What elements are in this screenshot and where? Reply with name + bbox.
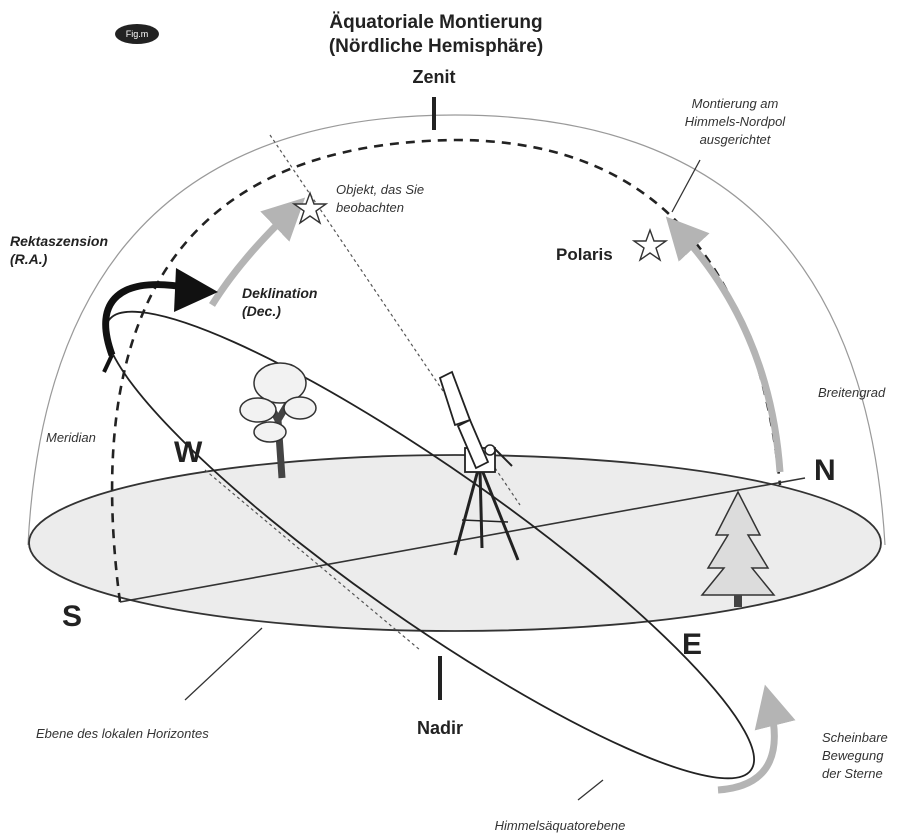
star-motion-line-2: Bewegung <box>822 748 884 763</box>
direction-north: N <box>814 454 836 487</box>
right-ascension-arrow-head <box>174 268 218 312</box>
horizon-leader <box>184 627 263 701</box>
mount-note-line-2: Himmels-Nordpol <box>685 114 787 129</box>
object-note-line-1: Objekt, das Sie <box>336 182 424 197</box>
figure-badge-label: Fig.m <box>126 29 149 39</box>
meridian-label: Meridian <box>46 430 96 445</box>
declination-abbr: (Dec.) <box>242 303 281 319</box>
declination-arrow <box>209 197 306 307</box>
figure-badge <box>115 24 159 44</box>
west-east-line <box>204 469 421 651</box>
title-line-1: Äquatoriale Montierung <box>329 12 542 33</box>
star-motion-line-3: der Sterne <box>822 766 883 781</box>
right-ascension-tail <box>102 354 114 373</box>
right-ascension-abbr: (R.A.) <box>10 251 48 267</box>
declination-label: Deklination <box>242 285 317 301</box>
direction-west: W <box>174 436 203 469</box>
horizon-plane <box>28 454 882 632</box>
mount-leader <box>671 159 701 213</box>
star-motion-arrow <box>717 684 796 794</box>
polaris-label: Polaris <box>556 245 613 264</box>
right-ascension-label: Rektaszension <box>10 233 108 249</box>
direction-east: E <box>682 628 702 661</box>
horizon-plane-label: Ebene des lokalen Horizontes <box>36 726 209 741</box>
meridian-arc <box>110 138 782 603</box>
object-note-line-2: beobachten <box>336 200 404 215</box>
conifer-tree-icon <box>700 490 776 607</box>
right-ascension-arrow-body <box>102 281 191 357</box>
equator-leader <box>577 779 604 801</box>
latitude-label: Breitengrad <box>818 385 886 400</box>
object-star-icon <box>291 190 329 225</box>
star-motion-line-1: Scheinbare <box>822 730 888 745</box>
zenith-label: Zenit <box>413 67 456 87</box>
mount-note-line-3: ausgerichtet <box>700 132 772 147</box>
polaris-star-icon <box>631 227 669 262</box>
celestial-dome <box>27 114 886 546</box>
title-line-2: (Nördliche Hemisphäre) <box>329 36 543 57</box>
deciduous-tree-icon <box>239 362 317 479</box>
direction-south: S <box>62 600 82 633</box>
nadir-label: Nadir <box>417 718 463 738</box>
mount-note-line-1: Montierung am <box>692 96 779 111</box>
equator-plane-label: Himmelsäquatorebene <box>495 818 626 833</box>
latitude-arrow <box>665 216 784 473</box>
south-north-line <box>119 477 806 603</box>
telescope-icon <box>438 370 520 561</box>
